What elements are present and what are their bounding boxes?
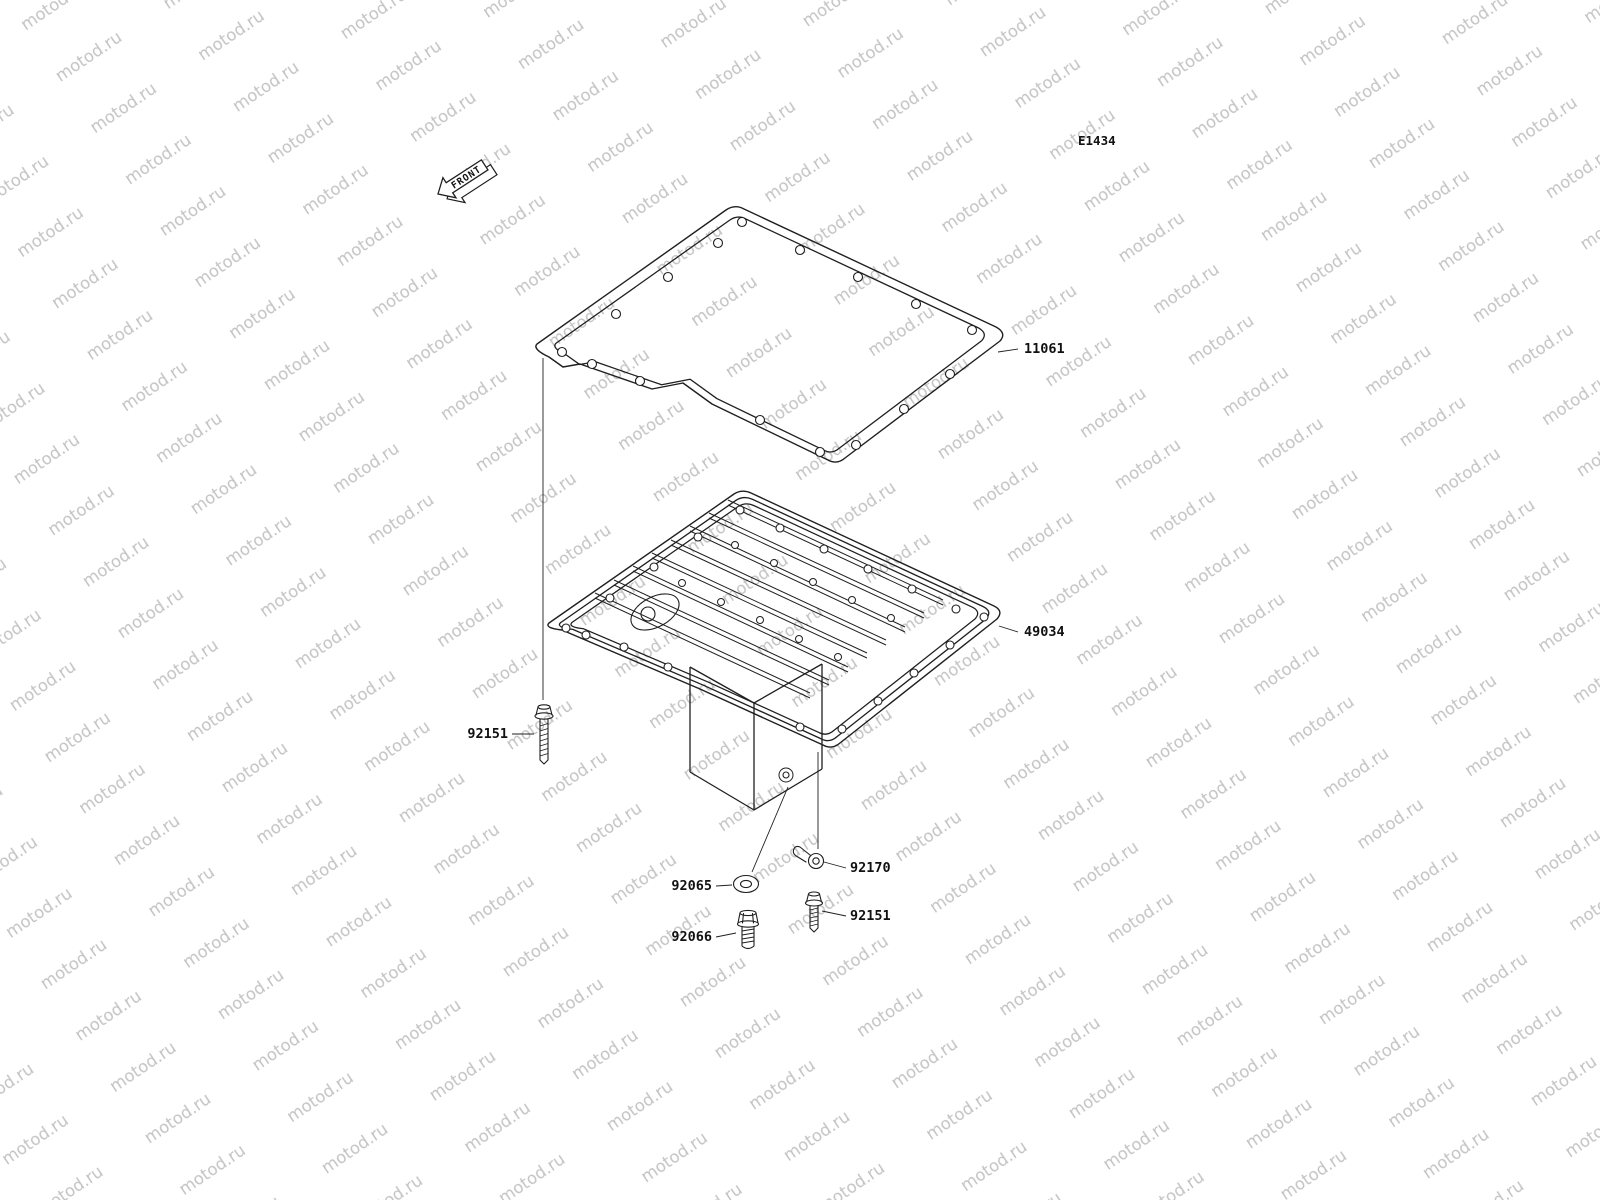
oil-pan-drawing — [547, 490, 1001, 811]
label-washer: 92065 — [671, 878, 712, 894]
label-bolt-left: 92151 — [467, 726, 508, 742]
oil-pan-ribs — [594, 499, 944, 699]
front-arrow-icon — [437, 158, 489, 199]
oil-pickup-opening — [630, 593, 680, 631]
label-pipe-clamp: 92170 — [850, 860, 891, 876]
oil-pan-rim — [570, 503, 979, 735]
leader-washer — [715, 884, 733, 887]
alignment-line-washer — [751, 786, 789, 873]
leader-gasket — [997, 348, 1019, 353]
label-gasket: 11061 — [1024, 341, 1065, 357]
oil-pan-sump — [689, 663, 823, 811]
gasket-bolt-holes — [556, 216, 978, 458]
oil-pan-flange-outer — [547, 490, 1001, 748]
gasket-drawing — [535, 206, 1004, 463]
label-bolt-bottom: 92151 — [850, 908, 891, 924]
clamp-92170-drawing — [792, 845, 825, 870]
leader-bolt-bottom — [821, 910, 847, 917]
bolt-92151-bottom-drawing — [804, 891, 824, 933]
leader-oil-pan — [998, 625, 1019, 633]
washer-92065-drawing — [732, 874, 760, 894]
front-direction-arrow: FRONT — [437, 158, 498, 204]
oil-pan-bosses — [678, 541, 895, 661]
bolt-92151-left-drawing — [534, 704, 554, 765]
leader-plug — [715, 932, 737, 938]
gasket-outer-contour — [535, 206, 1004, 463]
diagram-code: E1434 — [1078, 133, 1116, 148]
leader-clamp — [823, 861, 847, 869]
label-oil-pan: 49034 — [1024, 624, 1065, 640]
plug-92066-drawing — [736, 909, 760, 950]
leader-lines — [512, 348, 1019, 938]
oil-pan-flange-holes — [561, 505, 989, 734]
label-drain-plug: 92066 — [671, 929, 712, 945]
